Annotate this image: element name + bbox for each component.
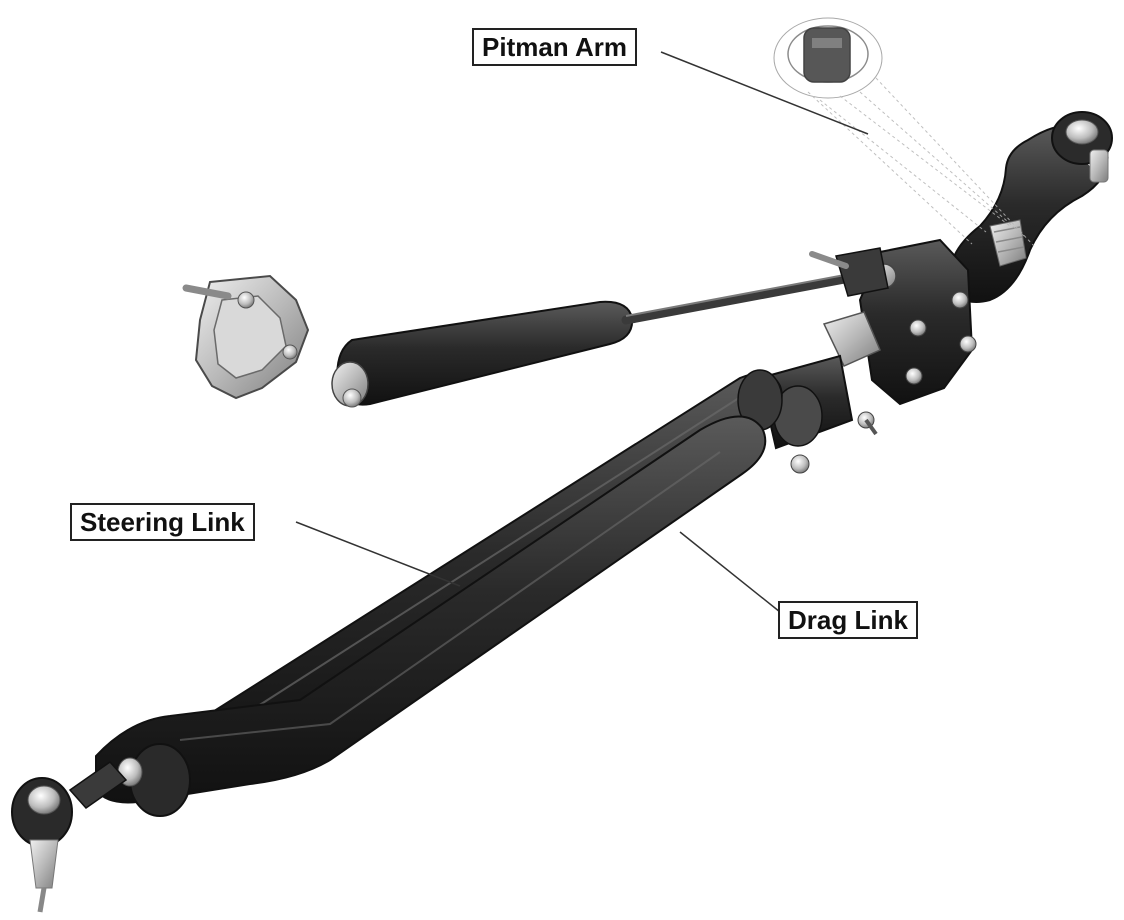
steering-link-bar: [12, 416, 765, 912]
mounting-bracket-cluster: [760, 240, 976, 473]
drag-link-label: Drag Link: [778, 601, 918, 639]
steering-link-label: Steering Link: [70, 503, 255, 541]
drag-link-leader: [680, 532, 780, 612]
pitman-arm-label: Pitman Arm: [472, 28, 637, 66]
steering-link-leader: [296, 522, 460, 586]
